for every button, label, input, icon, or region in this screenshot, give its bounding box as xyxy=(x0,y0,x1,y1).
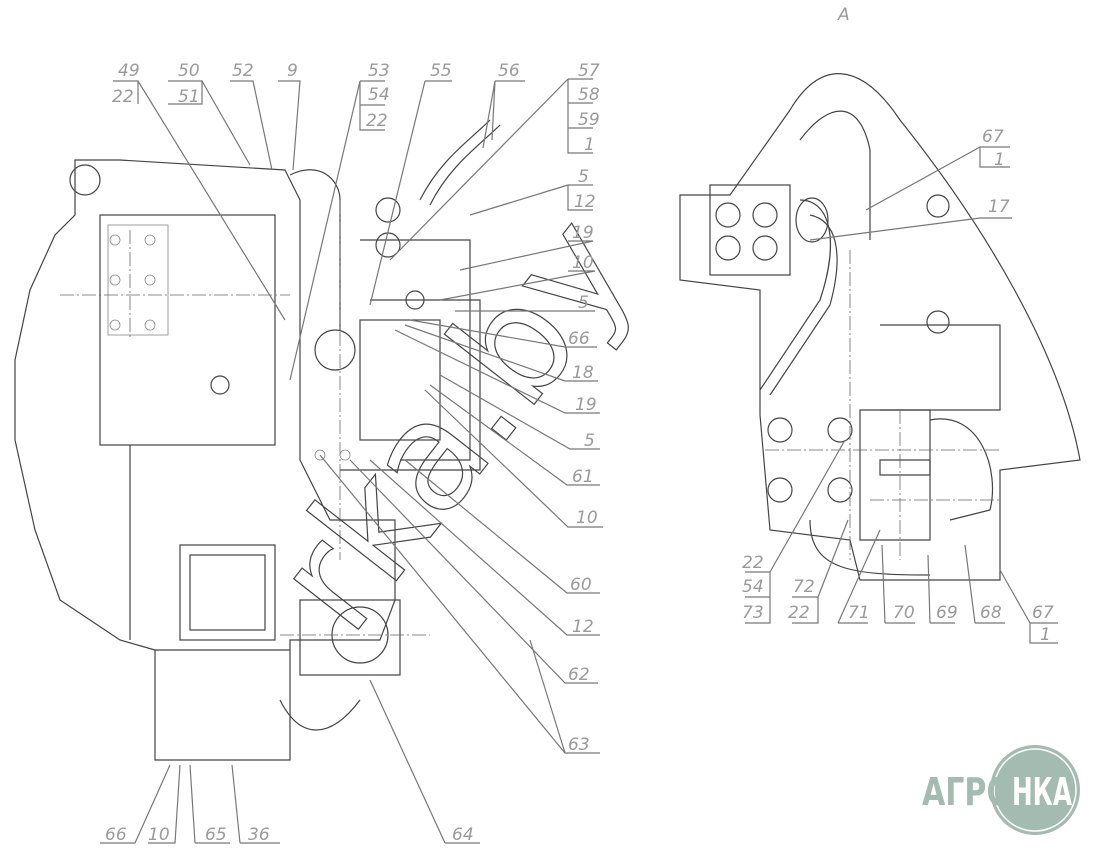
callout-label: 72 xyxy=(793,577,815,597)
callout-label: 54 xyxy=(742,577,764,597)
view-label: A xyxy=(837,5,850,25)
callout-label: 58 xyxy=(578,85,600,105)
callout-label: 5 xyxy=(578,167,589,187)
view-a-drawing xyxy=(679,73,1081,581)
callout-label: 19 xyxy=(575,395,597,415)
callout-label: 63 xyxy=(568,735,590,755)
callout-label: 19 xyxy=(572,223,594,243)
callout-label: 10 xyxy=(576,508,598,528)
logo-text-right: НКА xyxy=(1012,770,1072,814)
callout-label: 60 xyxy=(570,575,592,595)
callout-label: 18 xyxy=(572,363,594,383)
callout-label: 5 xyxy=(578,293,589,313)
callout-label: 70 xyxy=(893,603,915,623)
callout-label: 22 xyxy=(742,553,764,573)
view-a-callouts: A 67 1 17 22 54 73 72 22 71 70 69 68 67 … xyxy=(742,5,1058,645)
callout-label: 1 xyxy=(994,150,1005,170)
callouts-right: 5 12 19 10 5 66 18 19 5 61 10 60 12 62 6… xyxy=(319,167,603,755)
callout-label: 56 xyxy=(498,61,520,81)
callout-label: 53 xyxy=(368,61,390,81)
watermark: rka.by xyxy=(241,185,667,662)
callout-label: 51 xyxy=(178,87,200,107)
bolt-holes xyxy=(109,234,351,461)
callout-label: 50 xyxy=(178,61,200,81)
callout-label: 67 xyxy=(982,127,1004,147)
callout-label: 66 xyxy=(568,329,590,349)
callout-label: 17 xyxy=(988,197,1010,217)
agronka-logo: АГРО НКА xyxy=(922,745,1080,835)
callout-label: 12 xyxy=(572,617,594,637)
callout-label: 66 xyxy=(105,825,127,845)
callout-label: 1 xyxy=(584,135,595,155)
callout-label: 52 xyxy=(232,61,254,81)
callout-label: 62 xyxy=(568,665,590,685)
callout-label: 22 xyxy=(788,603,810,623)
callouts-bottom: 66 10 65 36 64 xyxy=(100,679,480,845)
callout-label: 22 xyxy=(366,111,388,131)
callout-label: 10 xyxy=(148,825,170,845)
callout-label: 10 xyxy=(572,253,594,273)
callout-label: 68 xyxy=(980,603,1002,623)
callouts-top: 49 22 50 51 52 9 53 54 22 55 56 57 58 59… xyxy=(112,61,600,381)
callout-label: 64 xyxy=(452,825,474,845)
callout-label: 69 xyxy=(936,603,958,623)
callout-label: 1 xyxy=(1040,625,1051,645)
callout-label: 55 xyxy=(430,61,452,81)
callout-label: 59 xyxy=(578,110,600,130)
callout-label: 65 xyxy=(205,825,227,845)
callout-label: 71 xyxy=(848,603,870,623)
logo-text-left: АГРО xyxy=(922,770,1012,814)
main-view-drawing xyxy=(14,119,501,761)
callout-label: 67 xyxy=(1032,603,1054,623)
callout-label: 12 xyxy=(574,192,596,212)
callout-label: 5 xyxy=(584,431,595,451)
callout-label: 9 xyxy=(287,61,298,81)
callout-label: 61 xyxy=(572,467,594,487)
callout-label: 73 xyxy=(742,603,764,623)
callout-label: 57 xyxy=(578,61,600,81)
callout-label: 54 xyxy=(368,85,390,105)
callout-label: 49 xyxy=(118,61,140,81)
callout-label: 36 xyxy=(248,825,270,845)
callout-label: 22 xyxy=(112,87,134,107)
